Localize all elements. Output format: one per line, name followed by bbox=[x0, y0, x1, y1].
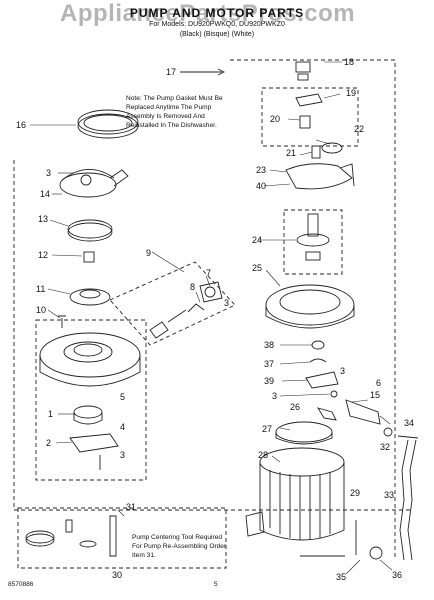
label-4: 4 bbox=[120, 422, 125, 432]
chopper bbox=[73, 405, 103, 425]
seal-ring bbox=[67, 219, 113, 242]
label-13: 13 bbox=[38, 214, 48, 224]
label-12: 12 bbox=[38, 250, 48, 260]
label-22: 22 bbox=[354, 124, 364, 134]
pump-housing bbox=[39, 332, 141, 387]
footer-code: 8570886 bbox=[8, 581, 34, 588]
box-9 bbox=[109, 261, 236, 346]
motor-bracket bbox=[285, 142, 355, 190]
pump-cover bbox=[59, 169, 129, 198]
box-30-31 bbox=[17, 507, 227, 569]
motor-shaft bbox=[296, 213, 330, 261]
pump-base bbox=[69, 433, 119, 470]
label-24: 24 bbox=[252, 235, 262, 245]
label-33: 33 bbox=[384, 490, 394, 500]
label-16: 16 bbox=[16, 120, 26, 130]
bearing-parts bbox=[295, 93, 323, 129]
label-31: 31 bbox=[126, 502, 136, 512]
label-30: 30 bbox=[112, 570, 122, 580]
screw-10 bbox=[58, 315, 66, 328]
part-number-labels: 16 3 14 13 12 11 10 1 2 5 4 3 9 7 8 3 17… bbox=[16, 57, 414, 582]
label-3c: 3 bbox=[224, 298, 229, 308]
colors-line: (Black) (Bisque) (White) bbox=[179, 31, 255, 38]
centering-tool-note: Pump Centering Tool Required For Pump Re… bbox=[132, 534, 227, 559]
pump-gasket-ring bbox=[77, 109, 139, 139]
label-19: 19 bbox=[346, 88, 356, 98]
label-27: 27 bbox=[262, 424, 272, 434]
watermark: AppliancePartsPros.com bbox=[60, 0, 356, 27]
models-line: For Models: DU920PWKQ0, DU920PWKZ0 bbox=[149, 21, 285, 28]
label-5: 5 bbox=[120, 392, 125, 402]
label-38: 38 bbox=[264, 340, 274, 350]
label-17: 17 bbox=[166, 67, 176, 77]
small-parts bbox=[305, 340, 339, 398]
label-26: 26 bbox=[290, 402, 300, 412]
left-dashed-boundary bbox=[13, 160, 410, 511]
label-6: 6 bbox=[376, 378, 381, 388]
label-14: 14 bbox=[40, 189, 50, 199]
label-34: 34 bbox=[404, 418, 414, 428]
label-15: 15 bbox=[370, 390, 380, 400]
motor-mount bbox=[265, 284, 355, 329]
drain-hose-parts bbox=[345, 399, 419, 561]
label-3a: 3 bbox=[46, 168, 51, 178]
label-7: 7 bbox=[206, 268, 211, 278]
leader-lines bbox=[30, 61, 393, 575]
label-20: 20 bbox=[270, 114, 280, 124]
label-39: 39 bbox=[264, 376, 274, 386]
label-35: 35 bbox=[336, 572, 346, 582]
motor-bolt-parts bbox=[300, 546, 383, 560]
label-32: 32 bbox=[380, 442, 390, 452]
label-3d: 3 bbox=[272, 391, 277, 401]
gasket-note: Note: The Pump Gasket Must Be Replaced A… bbox=[126, 95, 223, 129]
page-title: PUMP AND MOTOR PARTS bbox=[129, 6, 305, 20]
outer-dashed-boundary bbox=[230, 59, 396, 560]
motor bbox=[245, 447, 345, 541]
label-36: 36 bbox=[392, 570, 402, 580]
label-1: 1 bbox=[48, 409, 53, 419]
impeller-nut bbox=[83, 251, 95, 263]
label-2: 2 bbox=[46, 438, 51, 448]
label-10: 10 bbox=[36, 305, 46, 315]
pump-dashed-box bbox=[35, 319, 147, 481]
tool-box-items bbox=[25, 515, 117, 557]
page-number: 5 bbox=[214, 581, 218, 588]
label-11: 11 bbox=[36, 284, 45, 294]
label-29: 29 bbox=[350, 488, 360, 498]
label-23: 23 bbox=[256, 165, 266, 175]
label-40: 40 bbox=[256, 181, 266, 191]
label-28: 28 bbox=[258, 450, 268, 460]
fan-disc bbox=[275, 421, 333, 445]
label-9: 9 bbox=[146, 248, 151, 258]
label-18: 18 bbox=[344, 57, 354, 67]
label-21: 21 bbox=[286, 148, 296, 158]
impeller bbox=[69, 288, 111, 306]
label-3b: 3 bbox=[120, 450, 125, 460]
label-37: 37 bbox=[264, 359, 274, 369]
label-25: 25 bbox=[252, 263, 262, 273]
box-24 bbox=[283, 209, 343, 275]
top-nut bbox=[295, 61, 311, 81]
label-8: 8 bbox=[190, 282, 195, 292]
valve-assembly bbox=[149, 281, 223, 339]
label-3e: 3 bbox=[340, 366, 345, 376]
clip-26 bbox=[317, 407, 337, 421]
